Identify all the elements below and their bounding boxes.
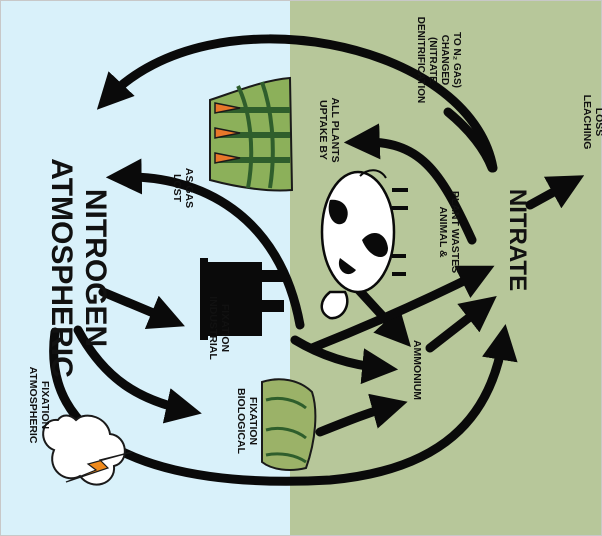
crop-plants-illustration [209, 76, 294, 192]
to-industrial-arrow [98, 287, 185, 329]
nitrate-label-text: NITRATE [504, 189, 531, 291]
denitrification-label-line3: CHANGED [439, 35, 450, 86]
biological-fixation-label-line1: BIOLOGICAL [235, 388, 247, 454]
factory-illustration [200, 258, 284, 340]
leaching-arrow [525, 175, 585, 210]
lost-as-gas-label-line2: AS GAS [183, 168, 195, 208]
uptake-label-line1: UPTAKE BY [317, 100, 329, 160]
biological-fixation-label-line2: FIXATION [247, 397, 259, 445]
uptake-label-line2: ALL PLANTS [329, 97, 341, 162]
denitrification-label-line1: DENITRIFICATION [415, 17, 426, 103]
industrial-fixation-label-line1: INDUSTRIAL [207, 296, 219, 360]
atmospheric-nitrogen-label-line2: NITROGEN [79, 189, 112, 347]
denitrification-label-line4: TO N₂ GAS) [451, 32, 462, 88]
storm-cloud-icon [42, 414, 133, 486]
leaching-loss-label-line2: LOSS [593, 108, 602, 137]
biological-to-ammonium-arrow [315, 393, 408, 437]
denitrification-arrow [96, 34, 498, 173]
atmospheric-nitrogen-label-line1: ATMOSPHERIC [45, 158, 78, 377]
nitrate-label: NITRATE [504, 189, 531, 291]
animal-wastes-label-line1: ANIMAL & [437, 206, 449, 258]
to-biological-arrow [73, 325, 202, 424]
leaching-loss-label-line1: LEACHING [581, 95, 593, 150]
ammonium-label-text: AMMONIUM [411, 340, 423, 400]
denitrification-label-line2: (NITRATE [427, 37, 438, 83]
atmospheric-fixation-label: ATMOSPHERIC FIXATION [27, 367, 51, 444]
legume-plants-illustration [261, 378, 317, 471]
leaching-loss-label: LEACHING LOSS [581, 95, 602, 150]
lost-as-gas-arrow [105, 158, 305, 330]
ammonium-label: AMMONIUM [411, 340, 423, 400]
denitrification-label: DENITRIFICATION (NITRATE CHANGED TO N₂ G… [415, 17, 462, 103]
lost-as-gas-label-line1: LOST [171, 174, 183, 203]
lost-as-gas-label: LOST AS GAS [171, 168, 195, 208]
uptake-label: UPTAKE BY ALL PLANTS [317, 97, 341, 162]
lightning-bolt-icon [65, 451, 133, 483]
animal-wastes-label: ANIMAL & PLANT WASTES [437, 191, 461, 273]
industrial-to-ammonium-arrow [290, 335, 399, 385]
cow-illustration [320, 169, 408, 320]
denitrification-return-arrow [443, 107, 497, 173]
atmospheric-nitrogen-label: ATMOSPHERIC NITROGEN [45, 158, 112, 377]
atmospheric-fixation-label-line1: ATMOSPHERIC [27, 367, 39, 444]
industrial-fixation-label: INDUSTRIAL FIXATION [207, 296, 231, 360]
animal-wastes-label-line2: PLANT WASTES [449, 191, 461, 273]
cycle-arrows [49, 34, 585, 486]
atmospheric-fixation-label-line2: FIXATION [39, 381, 51, 429]
industrial-to-nitrate-arrow [307, 265, 495, 353]
ammonium-to-nitrate-arrow [425, 296, 497, 353]
uptake-arrow [343, 123, 477, 245]
industrial-fixation-label-line2: FIXATION [219, 304, 231, 352]
biological-fixation-label: BIOLOGICAL FIXATION [235, 388, 259, 454]
atmospheric-fixation-arrow [49, 324, 518, 486]
